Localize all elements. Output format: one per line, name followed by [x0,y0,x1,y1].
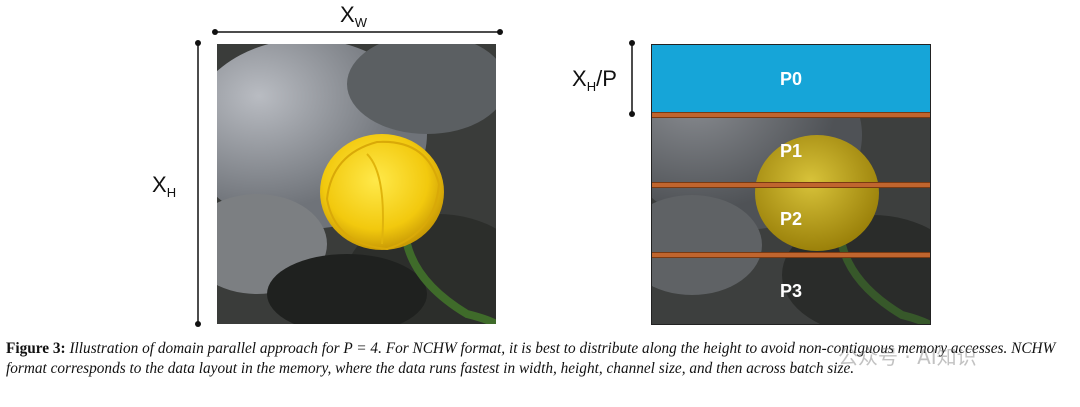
caption-math: P = 4 [343,340,379,357]
caption-text-1: Illustration of domain parallel approach… [65,340,344,357]
partitioned-image: P0 P1 P2 P3 [651,44,931,325]
width-label: XW [340,2,367,30]
partition-label-p1: P1 [779,141,803,161]
partition-height-dimension-line [629,40,635,117]
partition-label-p2: P2 [779,209,803,229]
caption-prefix: Figure 3: [6,340,66,357]
figure-caption: Figure 3: Illustration of domain paralle… [6,339,1078,379]
width-dimension-line [212,29,503,35]
partition-divider [652,112,930,118]
partition-label-p3: P3 [779,281,803,301]
partition-height-label: XH/P [572,66,617,94]
partition-label-p0: P0 [779,69,803,89]
watermark: 公众号 · AI知识 [838,345,977,369]
height-dimension-line [195,40,201,327]
partition-divider [652,182,930,188]
height-label: XH [152,172,177,200]
flower-image [217,44,496,324]
partition-divider [652,252,930,258]
caption-text-2: . For NCHW format, it is best to distrib… [6,340,1056,377]
